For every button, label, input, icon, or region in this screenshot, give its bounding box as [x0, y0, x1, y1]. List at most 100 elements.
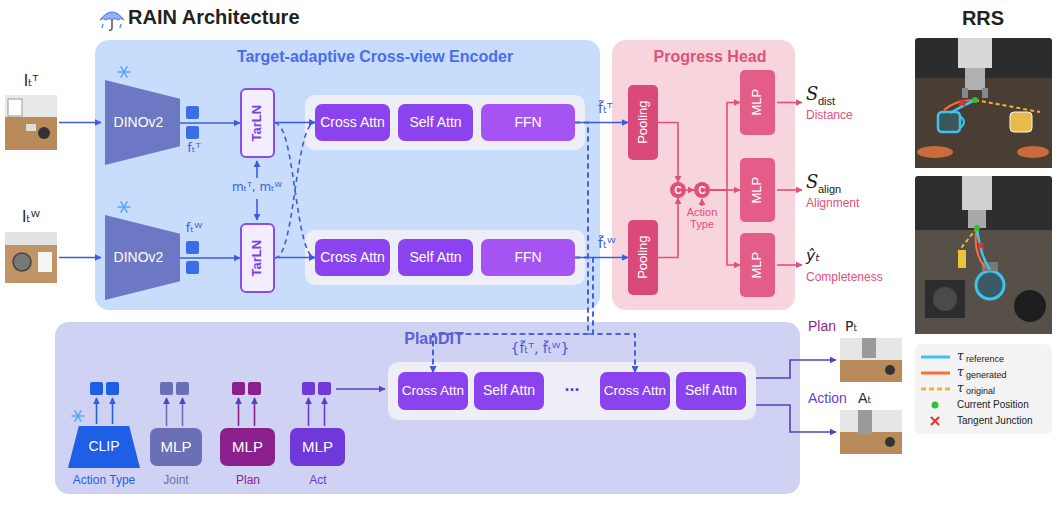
text-label: Alignment: [806, 196, 859, 210]
block-label: Self Attn: [409, 115, 461, 130]
block-label: TarLN: [250, 105, 264, 142]
input-image: [26, 124, 36, 131]
pooling-block: Pooling: [628, 85, 658, 160]
output-image: [840, 338, 902, 454]
block-label: Pooling: [636, 236, 650, 279]
flow-arrow: [308, 398, 310, 426]
panel-background: [55, 40, 800, 494]
text-label: f̃ₜᵂ: [598, 235, 616, 252]
text-label: Completeness: [806, 270, 883, 284]
text-label: Act: [309, 473, 326, 487]
flow-arrow: [336, 388, 385, 390]
flow-arrow: [756, 405, 836, 432]
connector-arrow: [575, 257, 628, 259]
concat-symbol: C: [694, 182, 710, 198]
input-image: [38, 127, 50, 139]
block-label: DINOv2: [114, 250, 164, 265]
input-image: [5, 95, 57, 117]
frozen-encoder: CLIP: [68, 426, 140, 468]
feature-token: [186, 241, 199, 254]
rrs-image: [938, 112, 960, 132]
panel-title: Progress Head: [654, 48, 767, 66]
block-label: Cross Attn: [320, 250, 385, 265]
connector-arrow: [658, 198, 678, 258]
attention-block: Self Attn: [676, 372, 746, 410]
output-image: [862, 338, 876, 358]
connector-arrow: [710, 190, 740, 265]
legend-sample: [921, 373, 950, 374]
legend-sample: [931, 417, 939, 425]
legend-box: [915, 344, 1052, 434]
mlp-block: MLP: [740, 158, 775, 222]
block-label: MLP: [161, 439, 192, 456]
text-label: Iₜᵀ: [24, 72, 39, 90]
block-label: CLIP: [88, 439, 119, 454]
flow-arrow: [254, 398, 256, 426]
rrs-image: [977, 228, 990, 270]
frozen-encoder: DINOv2: [105, 215, 180, 300]
umbrella-icon: [109, 20, 112, 30]
rrs-image: [1017, 146, 1049, 158]
feature-token: [318, 382, 331, 395]
rrs-image: [1010, 112, 1032, 132]
text-label: RRS: [962, 6, 1004, 30]
input-image: [5, 117, 57, 150]
feature-token: [106, 382, 119, 395]
input-image: [5, 232, 57, 283]
rrs-image: [975, 100, 1040, 112]
rrs-image: [978, 243, 984, 249]
flow-arrow: [238, 398, 240, 426]
block-label: Cross Attn: [604, 384, 666, 399]
text-label: ...: [564, 375, 579, 397]
block-label: Pooling: [636, 101, 650, 144]
block-label: TarLN: [250, 240, 264, 277]
mlp-block: MLP: [290, 428, 345, 466]
rrs-image: [960, 116, 964, 128]
snowflake-icon: [121, 67, 127, 77]
text-label: Iₜᵂ: [22, 208, 40, 226]
output-image: [858, 410, 872, 434]
panel-background: [305, 95, 585, 150]
block-label: MLP: [302, 439, 333, 456]
text-label: Action Type: [73, 473, 135, 487]
feature-token: [90, 382, 103, 395]
rrs-image: [962, 88, 968, 98]
flow-arrow: [756, 360, 836, 378]
flow-arrow: [166, 398, 168, 426]
flow-arrow: [777, 264, 802, 266]
block-label: DINOv2: [114, 115, 164, 130]
umbrella-icon: [100, 12, 124, 30]
diagram-title: RAIN Architecture: [128, 5, 300, 29]
flow-arrow: [324, 398, 326, 426]
text-label: τ: [957, 381, 964, 395]
rrs-image: [917, 146, 953, 158]
block-label: FFN: [514, 115, 541, 130]
norm-block: TarLN: [240, 88, 275, 158]
block-label: MLP: [750, 252, 764, 279]
output-image: [840, 338, 902, 382]
rrs-image: [976, 271, 1004, 299]
ffn-block: FFN: [481, 239, 575, 276]
feature-token: [186, 106, 199, 119]
rrs-image: [915, 38, 1052, 168]
legend-sample: [932, 402, 939, 409]
flow-arrow: [59, 257, 101, 259]
block-label: Self Attn: [483, 383, 535, 398]
rrs-image: [950, 100, 975, 113]
panel-background: [612, 40, 795, 310]
input-image: [13, 253, 31, 271]
module-panel: CLIPMLPMLPMLPCross AttnSelf AttnCross At…: [55, 322, 800, 494]
text-label: dist: [818, 95, 835, 108]
block-label: C: [674, 185, 681, 196]
connector-arrow: [180, 257, 240, 259]
umbrella-icon: [102, 24, 103, 28]
legend-text: original: [966, 386, 995, 397]
flow-arrow: [777, 102, 802, 104]
panel-title: Target-adaptive Cross-view Encoder: [237, 48, 513, 66]
text-label: τ: [957, 349, 964, 363]
flow-arrow: [182, 398, 184, 426]
frozen-encoder: DINOv2: [105, 80, 180, 165]
text-label: Plan: [808, 318, 836, 335]
module-panel: PoolingPoolingCCMLPMLPMLPProgress Head: [612, 40, 795, 310]
